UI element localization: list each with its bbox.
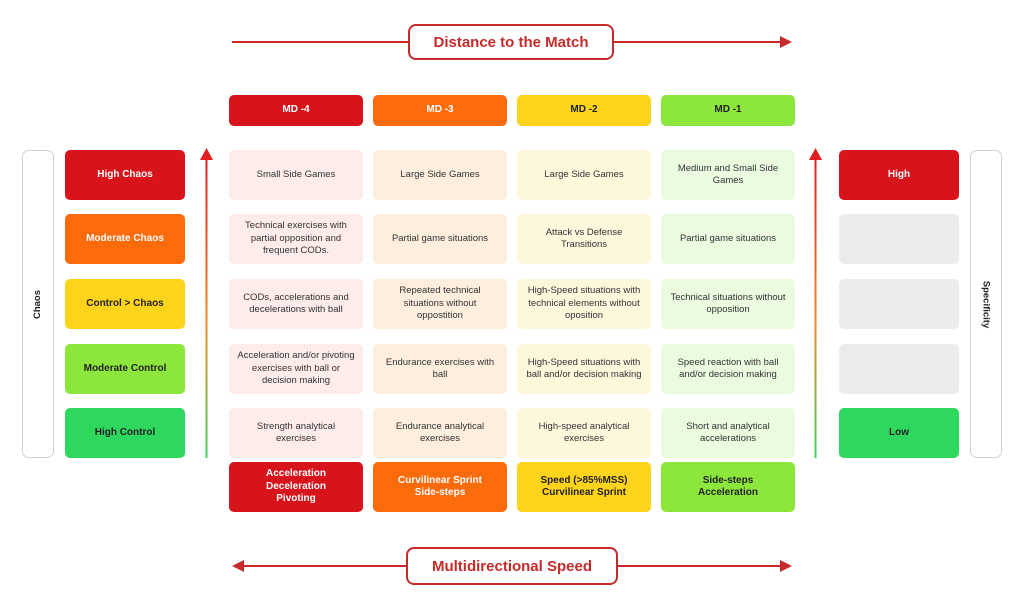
- exercise-cell: Acceleration and/or pivoting exercises w…: [229, 344, 363, 394]
- specificity-axis-frame: Specificity: [970, 150, 1002, 458]
- specificity-level: [839, 214, 959, 264]
- exercise-cell: Large Side Games: [517, 150, 651, 200]
- specificity-level: [839, 279, 959, 329]
- specificity-level: High: [839, 150, 959, 200]
- exercise-cell: Medium and Small Side Games: [661, 150, 795, 200]
- exercise-cell: Partial game situations: [661, 214, 795, 264]
- exercise-cell: Endurance exercises with ball: [373, 344, 507, 394]
- exercise-cell: Speed reaction with ball and/or decision…: [661, 344, 795, 394]
- chaos-level: Moderate Control: [65, 344, 185, 394]
- column-header-md4: MD -4: [229, 95, 363, 126]
- exercise-cell: Strength analytical exercises: [229, 408, 363, 458]
- exercise-cell: Small Side Games: [229, 150, 363, 200]
- exercise-cell: CODs, accelerations and decelerations wi…: [229, 279, 363, 329]
- chaos-level: Moderate Chaos: [65, 214, 185, 264]
- speed-focus-footer: Curvilinear Sprint Side-steps: [373, 462, 507, 512]
- exercise-cell: High-speed analytical exercises: [517, 408, 651, 458]
- exercise-cell: Repeated technical situations without op…: [373, 279, 507, 329]
- chaos-level: High Control: [65, 408, 185, 458]
- specificity-gradient-arrow: [809, 148, 822, 458]
- chaos-axis-frame: Chaos: [22, 150, 54, 458]
- distance-to-match-label: Distance to the Match: [408, 24, 614, 60]
- exercise-cell: Technical exercises with partial opposit…: [229, 214, 363, 264]
- specificity-level: Low: [839, 408, 959, 458]
- chaos-axis-label: Chaos: [32, 289, 44, 319]
- column-header-md1: MD -1: [661, 95, 795, 126]
- exercise-cell: Short and analytical accelerations: [661, 408, 795, 458]
- exercise-cell: High-Speed situations with ball and/or d…: [517, 344, 651, 394]
- chaos-level: Control > Chaos: [65, 279, 185, 329]
- column-header-md3: MD -3: [373, 95, 507, 126]
- specificity-axis-label: Specificity: [980, 280, 992, 328]
- exercise-cell: Technical situations without opposition: [661, 279, 795, 329]
- speed-focus-footer: Side-steps Acceleration: [661, 462, 795, 512]
- speed-focus-footer: Speed (>85%MSS) Curvilinear Sprint: [517, 462, 651, 512]
- chaos-gradient-arrow: [200, 148, 213, 458]
- speed-focus-footer: Acceleration Deceleration Pivoting: [229, 462, 363, 512]
- chaos-level: High Chaos: [65, 150, 185, 200]
- specificity-level: [839, 344, 959, 394]
- multidirectional-speed-label: Multidirectional Speed: [406, 547, 618, 585]
- exercise-cell: Endurance analytical exercises: [373, 408, 507, 458]
- exercise-cell: High-Speed situations with technical ele…: [517, 279, 651, 329]
- column-header-md2: MD -2: [517, 95, 651, 126]
- exercise-cell: Partial game situations: [373, 214, 507, 264]
- exercise-cell: Attack vs Defense Transitions: [517, 214, 651, 264]
- exercise-cell: Large Side Games: [373, 150, 507, 200]
